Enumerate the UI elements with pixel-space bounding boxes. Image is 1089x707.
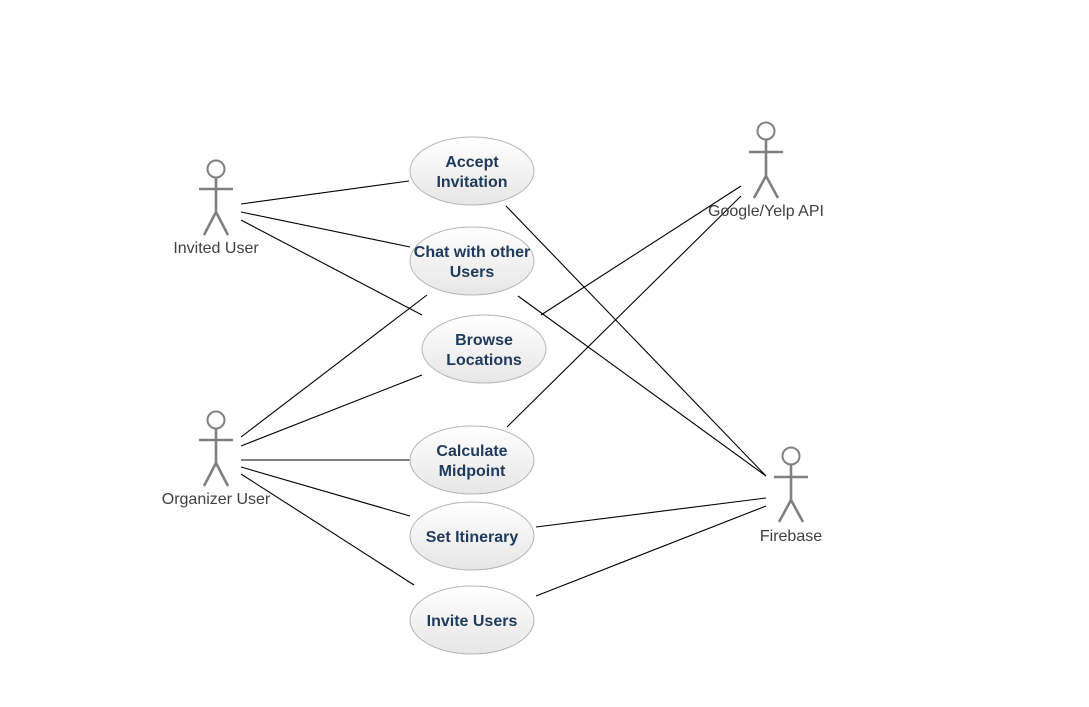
actor-firebase[interactable]: Firebase <box>760 446 822 546</box>
use-case-label-line-1: Calculate <box>436 443 507 460</box>
use-case-chat-with-other-users[interactable]: Chat with other Users <box>409 226 535 296</box>
line-browse-googleyelp <box>540 185 742 316</box>
line-invite-firebase <box>535 505 767 597</box>
use-case-ellipse <box>409 501 535 571</box>
use-case-label-line-1: Browse <box>455 332 513 349</box>
use-case-label-line-2: Midpoint <box>439 463 506 480</box>
line-itinerary-firebase <box>535 497 767 528</box>
use-case-ellipse <box>409 226 535 296</box>
actor-invited-user[interactable]: Invited User <box>173 159 259 258</box>
line-invited-chat <box>240 211 411 248</box>
actor-google-yelp-api[interactable]: Google/Yelp API <box>708 121 824 221</box>
use-case-set-itinerary[interactable]: Set Itinerary <box>409 501 535 571</box>
use-case-accept-invitation[interactable]: Accept Invitation <box>409 136 535 206</box>
use-case-ellipse <box>421 314 547 384</box>
use-case-label-line-1: Chat with other <box>414 244 530 261</box>
use-case-ellipse <box>409 425 535 495</box>
line-midpoint-googleyelp <box>506 195 742 428</box>
use-case-label: Invite Users <box>427 613 518 630</box>
use-case-invite-users[interactable]: Invite Users <box>409 585 535 655</box>
line-invited-accept <box>240 180 410 205</box>
line-organizer-chat <box>240 294 428 438</box>
associations <box>240 180 767 597</box>
stick-figure-icon <box>199 159 233 236</box>
actor-label: Invited User <box>173 240 259 257</box>
use-case-ellipse <box>409 136 535 206</box>
use-case-calculate-midpoint[interactable]: Calculate Midpoint <box>409 425 535 495</box>
use-case-label-line-2: Locations <box>446 352 522 369</box>
use-case-label-line-1: Accept <box>445 154 499 171</box>
use-case-browse-locations[interactable]: Browse Locations <box>421 314 547 384</box>
line-organizer-itinerary <box>240 466 411 517</box>
use-case-label-line-2: Users <box>450 264 495 281</box>
use-case-label-line-2: Invitation <box>436 174 507 191</box>
actor-label: Google/Yelp API <box>708 203 824 220</box>
stick-figure-icon <box>199 410 233 487</box>
line-chat-firebase <box>517 295 767 477</box>
actor-organizer-user[interactable]: Organizer User <box>162 410 271 509</box>
line-accept-firebase <box>505 205 767 477</box>
line-organizer-browse <box>240 374 423 447</box>
actor-label: Firebase <box>760 528 822 545</box>
stick-figure-icon <box>749 121 783 199</box>
stick-figure-icon <box>774 446 808 523</box>
line-invited-browse <box>240 219 423 316</box>
actor-label: Organizer User <box>162 491 271 508</box>
line-organizer-invite <box>240 473 415 586</box>
use-case-label: Set Itinerary <box>426 529 519 546</box>
use-case-ellipse <box>409 585 535 655</box>
